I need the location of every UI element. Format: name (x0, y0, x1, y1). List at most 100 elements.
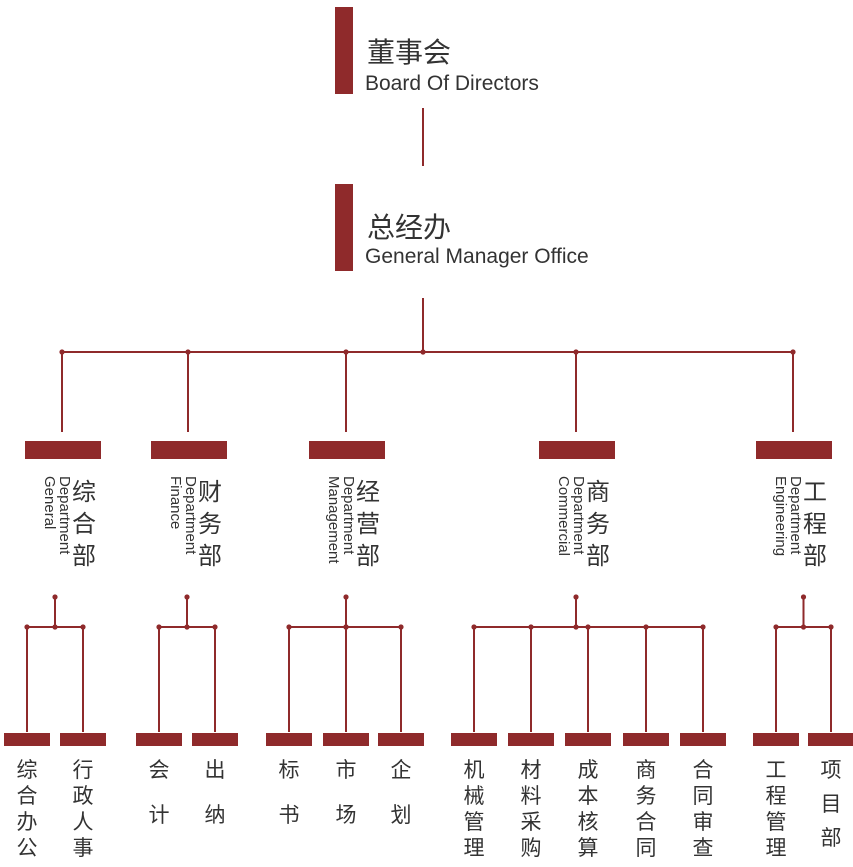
sub-node-label-char: 同 (636, 837, 657, 860)
sub-node-label-char: 成 (578, 759, 599, 782)
department-name-en-line: Management (325, 476, 342, 564)
sub-node-label-char: 管 (464, 811, 485, 834)
sub-node-label-char: 目 (821, 793, 842, 816)
sub-node-bar (565, 733, 611, 746)
sub-node-label-char: 商 (636, 759, 657, 782)
department-name-zh-char: 财 (198, 479, 222, 506)
sub-node-label-char: 料 (521, 785, 542, 808)
sub-node-bar (623, 733, 669, 746)
top-node-title-zh: 总经办 (367, 212, 451, 243)
bus-junction-dot (420, 349, 426, 355)
sub-node-label-char: 本 (578, 785, 599, 808)
department-name-zh-char: 务 (586, 511, 610, 538)
sub-node-label-char: 计 (149, 804, 170, 827)
sub-node-bar (323, 733, 369, 746)
department-name-zh-char: 部 (586, 543, 610, 570)
department-name-en-line: Department (570, 476, 587, 555)
sub-node-label-char: 购 (521, 837, 542, 860)
department-bar (756, 441, 832, 459)
sub-bus-dot (52, 624, 58, 630)
sub-bus-dot (184, 624, 190, 630)
sub-node-bar (60, 733, 106, 746)
sub-node-bar (136, 733, 182, 746)
sub-node-label-char: 程 (766, 785, 787, 808)
sub-node-label-char: 纳 (205, 804, 226, 827)
sub-bus-dot (573, 624, 579, 630)
sub-node-label-char: 会 (149, 759, 170, 782)
department-name-zh-char: 商 (586, 479, 610, 506)
sub-node-label-char: 书 (279, 804, 300, 827)
sub-node-label-char: 务 (636, 785, 657, 808)
sub-node-label-char: 部 (821, 827, 842, 850)
department-name-zh-char: 合 (72, 511, 96, 538)
department-name-zh-char: 部 (72, 543, 96, 570)
sub-bus-dot (800, 624, 807, 630)
sub-node-label-char: 企 (391, 759, 412, 782)
top-node-bar (335, 7, 353, 94)
department-name-zh-char: 程 (803, 511, 827, 538)
sub-node-bar (508, 733, 554, 746)
sub-node-label-char: 采 (521, 811, 542, 834)
department-name-en-line: Department (182, 476, 199, 555)
sub-node-bar (680, 733, 726, 746)
department-bar (309, 441, 385, 459)
department-name-zh-char: 部 (198, 543, 222, 570)
department-name-zh-char: 经 (356, 479, 380, 506)
sub-node-label-char: 场 (336, 804, 357, 827)
sub-node-label-char: 办 (17, 811, 38, 834)
sub-node-label-char: 机 (464, 759, 485, 782)
sub-node-label-char: 材 (521, 759, 542, 782)
sub-node-bar (266, 733, 312, 746)
sub-node-bar (753, 733, 799, 746)
department-name-zh-char: 营 (356, 511, 380, 538)
department-name-en-line: Engineering (772, 476, 789, 556)
department-name-en-line: General (41, 476, 58, 529)
sub-node-label-char: 管 (766, 811, 787, 834)
sub-node-label-char: 市 (336, 759, 357, 782)
sub-node-label-char: 核 (578, 811, 599, 834)
sub-node-label-char: 算 (578, 837, 599, 860)
sub-node-bar (4, 733, 50, 746)
sub-node-label-char: 合 (693, 759, 714, 782)
sub-node-label-char: 理 (766, 837, 787, 860)
department-name-en-line: Finance (167, 476, 184, 529)
sub-node-bar (192, 733, 238, 746)
sub-node-label-char: 综 (17, 759, 38, 782)
department-name-en-line: Commercial (555, 476, 572, 556)
sub-node-label-char: 出 (205, 759, 226, 782)
sub-node-label-char: 同 (693, 785, 714, 808)
department-name-zh-char: 务 (198, 511, 222, 538)
department-name-zh-char: 部 (356, 543, 380, 570)
sub-node-label-char: 项 (821, 759, 842, 782)
sub-node-label-char: 理 (464, 837, 485, 860)
department-name-zh-char: 工 (803, 479, 827, 506)
sub-node-bar (378, 733, 424, 746)
department-bar (25, 441, 101, 459)
sub-node-label-char: 查 (693, 837, 714, 860)
sub-node-label-char: 合 (636, 811, 657, 834)
department-name-en-line: Department (340, 476, 357, 555)
sub-node-label-char: 械 (464, 785, 485, 808)
sub-node-label-char: 审 (693, 811, 714, 834)
sub-node-label-char: 工 (766, 759, 787, 782)
sub-node-label-char: 划 (391, 804, 412, 827)
department-name-zh-char: 综 (72, 479, 96, 506)
sub-node-label-char: 公 (17, 837, 38, 860)
department-name-zh-char: 部 (803, 543, 827, 570)
department-name-en-line: Department (787, 476, 804, 555)
sub-node-label-char: 政 (73, 785, 94, 808)
sub-node-label-char: 合 (17, 785, 38, 808)
department-bar (539, 441, 615, 459)
sub-node-label-char: 人 (73, 811, 94, 834)
department-name-en-line: Department (56, 476, 73, 555)
top-node-title-en: Board Of Directors (365, 72, 539, 95)
top-node-title-zh: 董事会 (367, 37, 451, 68)
sub-node-label-char: 标 (279, 759, 300, 782)
department-bar (151, 441, 227, 459)
